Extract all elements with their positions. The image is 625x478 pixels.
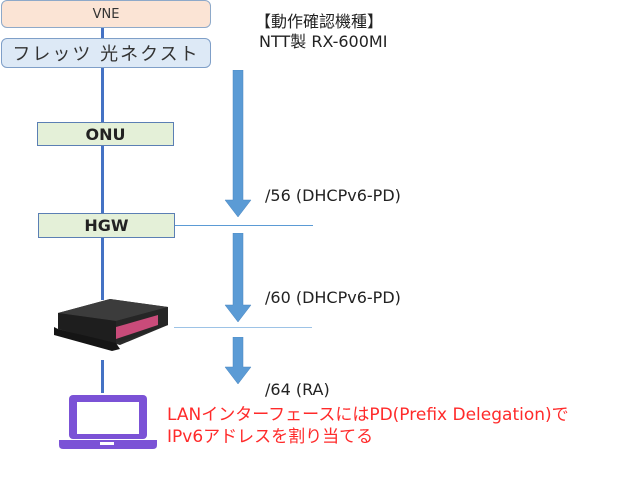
connection-line-router-pc bbox=[101, 360, 104, 393]
device-title: 【動作確認機種】 NTT製 RX-600MI bbox=[255, 12, 387, 52]
router-device-image bbox=[54, 299, 168, 351]
prefix-label-56: /56 (DHCPv6-PD) bbox=[265, 186, 401, 205]
hgw-node: HGW bbox=[38, 213, 175, 238]
vne-node: VNE bbox=[1, 0, 211, 28]
arrow-60 bbox=[224, 233, 252, 323]
onu-label: ONU bbox=[85, 124, 126, 144]
hgw-label: HGW bbox=[84, 216, 129, 235]
onu-node: ONU bbox=[37, 122, 174, 146]
connection-line-vne-flets bbox=[101, 28, 104, 38]
arrow-64 bbox=[224, 337, 252, 385]
pd-note-line-2: IPv6アドレスを割り当てる bbox=[167, 427, 374, 447]
arrow-56 bbox=[224, 70, 252, 218]
prefix-label-64: /64 (RA) bbox=[265, 380, 330, 399]
hgw-divider-line bbox=[175, 225, 313, 226]
flets-label: フレッツ 光ネクスト bbox=[12, 44, 200, 65]
pd-note: LANインターフェースにはPD(Prefix Delegation)で IPv6… bbox=[167, 404, 569, 448]
vne-label: VNE bbox=[92, 6, 120, 22]
title-line-2: NTT製 RX-600MI bbox=[259, 32, 388, 51]
laptop-icon bbox=[59, 395, 157, 449]
connection-line-main bbox=[101, 68, 104, 300]
router-divider-line bbox=[174, 327, 312, 328]
prefix-label-60: /60 (DHCPv6-PD) bbox=[265, 288, 401, 307]
pd-note-line-1: LANインターフェースにはPD(Prefix Delegation)で bbox=[167, 405, 569, 425]
title-line-1: 【動作確認機種】 bbox=[255, 12, 384, 31]
flets-node: フレッツ 光ネクスト bbox=[1, 38, 211, 68]
